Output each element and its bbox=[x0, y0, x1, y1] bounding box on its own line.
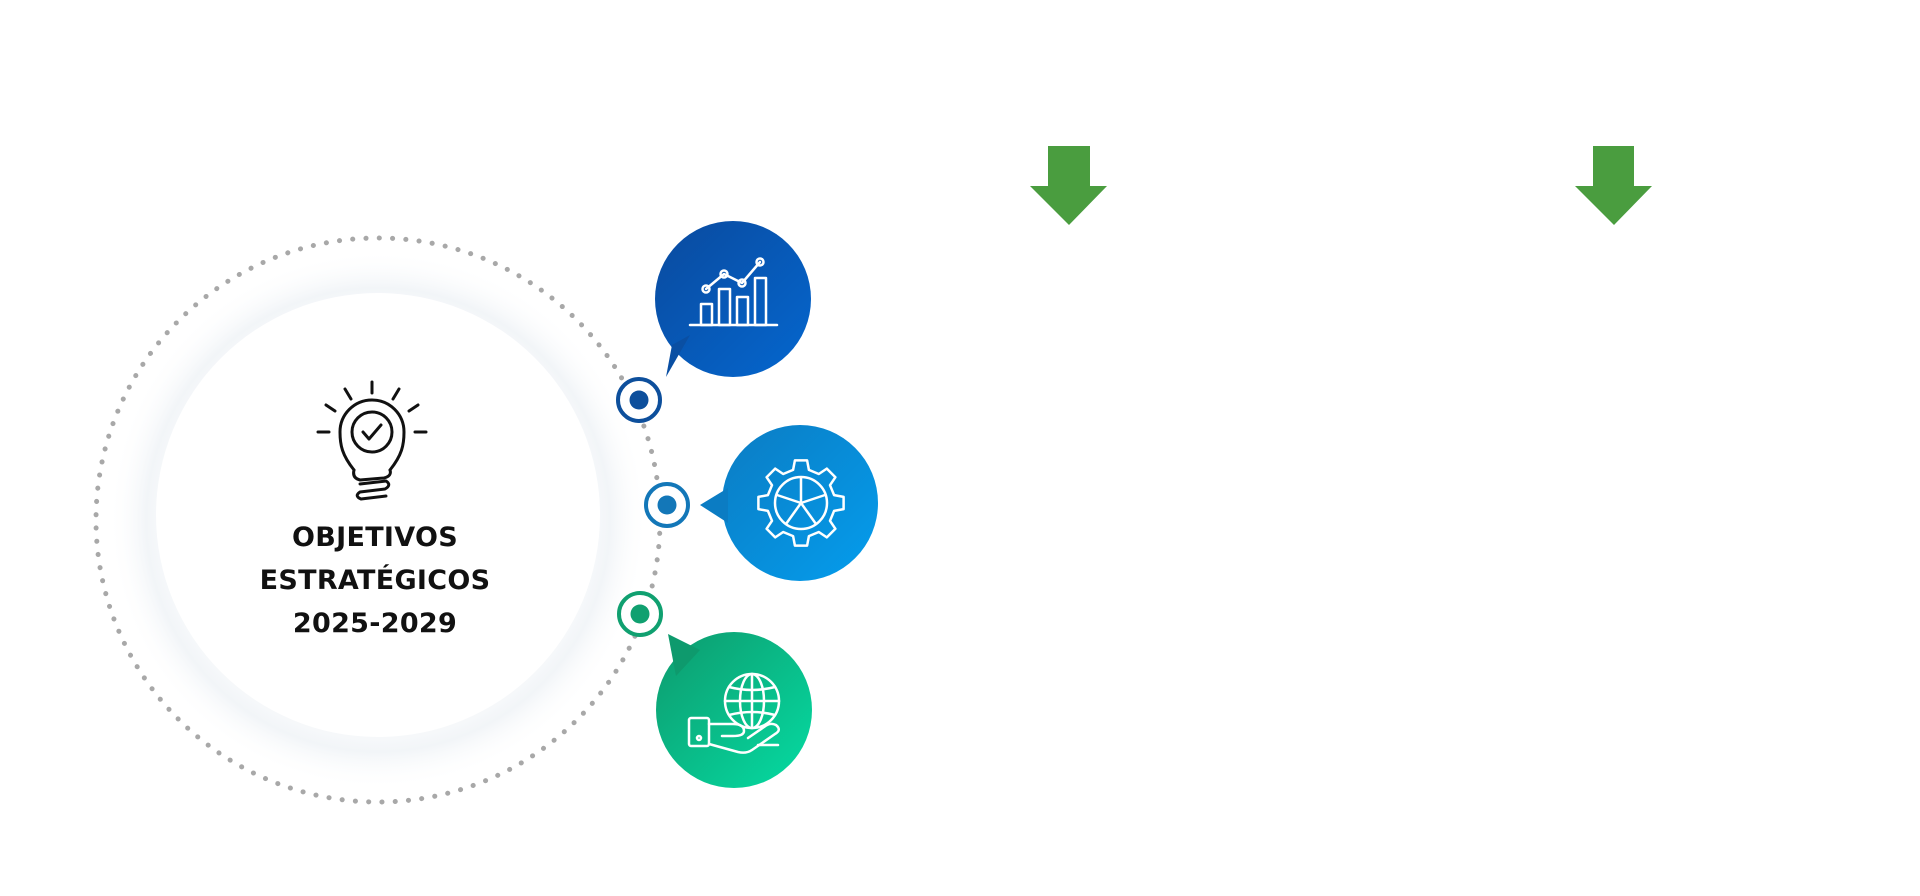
objective-node-2 bbox=[700, 425, 878, 581]
title-line-1: OBJETIVOS bbox=[291, 522, 458, 553]
lightbulb-check-icon bbox=[316, 380, 428, 501]
objective-node-3 bbox=[656, 632, 812, 788]
down-arrow-icon bbox=[1575, 146, 1652, 225]
title-line-2: ESTRATÉGICOS bbox=[259, 565, 491, 596]
growth-chart-icon bbox=[688, 257, 779, 327]
connector-2 bbox=[644, 482, 690, 528]
connector-3 bbox=[617, 591, 663, 637]
objective-node-1 bbox=[655, 221, 811, 377]
connector-1 bbox=[616, 377, 662, 423]
title-line-3: 2025-2029 bbox=[292, 608, 458, 639]
central-objective-title: OBJETIVOS ESTRATÉGICOS 2025-2029 bbox=[205, 516, 545, 645]
center-disc bbox=[156, 293, 600, 737]
globe-hand-icon bbox=[687, 672, 781, 754]
gear-pie-icon bbox=[757, 459, 845, 547]
down-arrow-icon bbox=[1030, 146, 1107, 225]
